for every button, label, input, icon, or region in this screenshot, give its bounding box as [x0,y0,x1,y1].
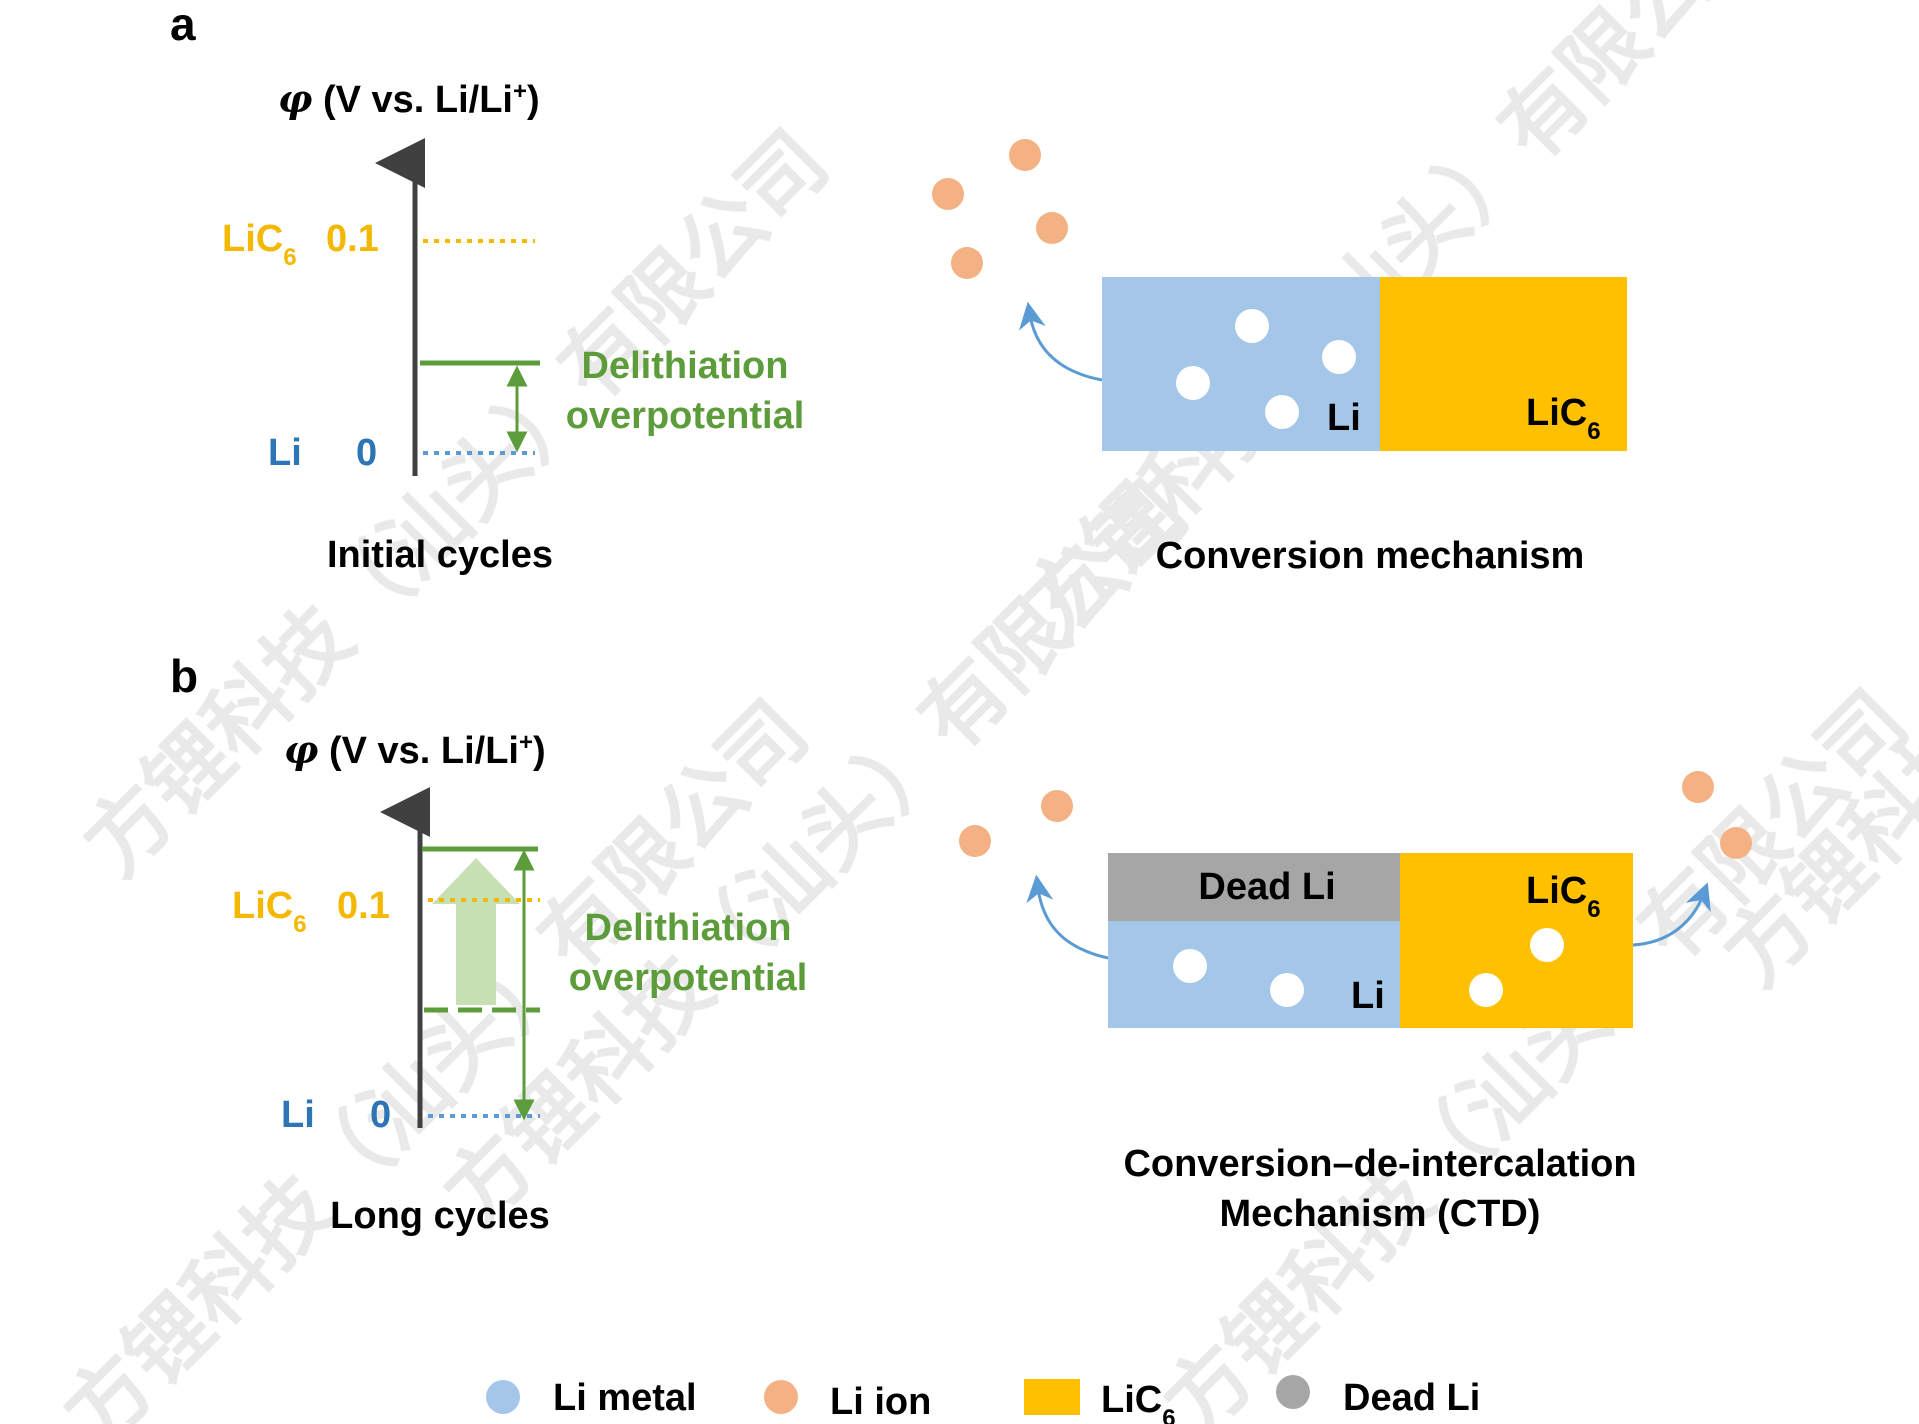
li-atom-dot [1235,309,1269,343]
panel-a: a φ (V vs. Li/Li+) LiC6 0.1 Li 0 Delithi… [170,0,1627,577]
panel-a-axis-title: φ (V vs. Li/Li+) [278,76,540,121]
legend-lic6-label: LiC6 [1101,1379,1176,1424]
panel-a-li-level-value: 0 [356,432,377,474]
panel-b-li-metal-block [1108,921,1400,1028]
panel-b-lic6-block [1400,853,1633,1028]
li-atom-dot [1173,949,1207,983]
panel-a-lic6-level-label: LiC6 [222,218,297,271]
panel-a-block-li-label: Li [1327,397,1361,439]
li-atom-dot [1270,973,1304,1007]
panel-a-block-lic6-label: LiC6 [1526,392,1601,445]
panel-b-lic6-level-value: 0.1 [337,885,390,927]
legend-dead-li-swatch [1276,1375,1310,1409]
li-ion-dot [951,247,983,279]
panel-a-lic6-block [1380,277,1627,451]
panel-b-caption: Long cycles [330,1195,550,1237]
legend-li-metal-swatch [486,1380,520,1414]
legend-li-ion-swatch [764,1380,798,1414]
panel-b: b φ (V vs. Li/Li+) LiC6 0.1 Li 0 Delithi… [170,650,1752,1237]
panel-b-release-arrow-right [1632,882,1711,947]
li-ion-dot [1009,139,1041,171]
legend-lic6-swatch [1024,1379,1080,1415]
li-ion-dot [932,178,964,210]
li-atom-dot [1530,928,1564,962]
panel-a-release-arrow [1018,301,1103,382]
legend-li-ion-label: Li ion [830,1381,931,1423]
li-ion-dot [1682,771,1714,803]
li-atom-dot [1322,340,1356,374]
li-ion-dot [959,825,991,857]
li-atom-dot [1176,366,1210,400]
li-ion-dot [1041,790,1073,822]
panel-b-dead-li-label: Dead Li [1198,866,1335,908]
panel-b-li-level-label: Li [281,1094,315,1136]
li-ion-dot [1720,827,1752,859]
legend-dead-li-label: Dead Li [1343,1377,1480,1419]
panel-b-block-li-label: Li [1351,975,1385,1017]
panel-b-dead-li-layer [1108,853,1400,921]
panel-a-caption: Initial cycles [327,534,553,576]
panel-b-shift-up-arrow [432,858,520,1005]
watermark-text: 方锂科技（汕头）有限公司 [425,462,1207,1244]
li-atom-dot [1265,395,1299,429]
panel-b-lic6-level-label: LiC6 [232,885,307,938]
panel-b-axis-title: φ (V vs. Li/Li+) [284,727,546,772]
panel-b-li-level-value: 0 [370,1094,391,1136]
panel-a-lic6-level-value: 0.1 [326,218,379,260]
li-ion-dot [1036,212,1068,244]
legend-li-metal-label: Li metal [553,1377,697,1419]
panel-b-label: b [170,650,198,702]
watermark-text: 方锂科技（汕头）有限公司 [1145,672,1919,1424]
li-atom-dot [1469,973,1503,1007]
panel-a-li-level-label: Li [268,432,302,474]
legend: Li metal Li ion LiC6 Dead Li [486,1375,1480,1424]
panel-a-mechanism-caption: Conversion mechanism [1156,535,1585,577]
panel-a-label: a [170,0,196,50]
panel-b-release-arrow-left [1026,874,1109,960]
panel-b-block-lic6-label: LiC6 [1526,870,1601,923]
watermark-layer: 方锂科技（汕头）有限公司 方锂科技（汕头）有限公司 方锂科技（汕头）有限公司 方… [45,0,1919,1424]
